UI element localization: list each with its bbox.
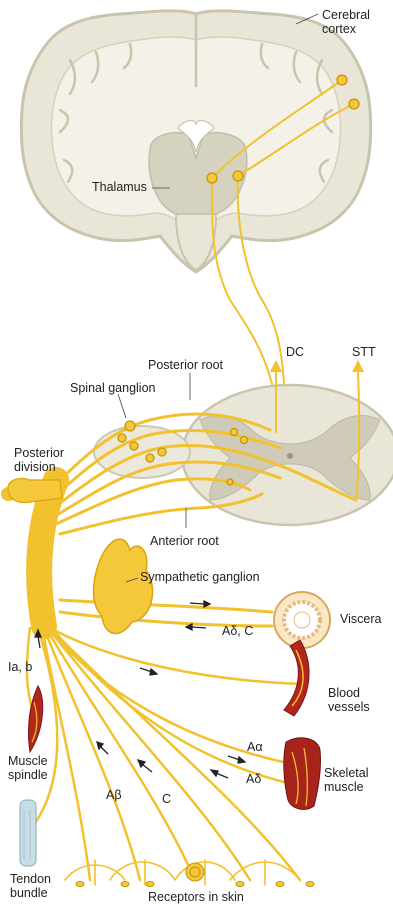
anterior-root-label: Anterior root [150, 534, 219, 548]
dc-arrowhead [270, 360, 282, 372]
tendon-illustration [20, 800, 36, 866]
tendon-bundle-label: Tendon bundle [10, 872, 51, 900]
ia-b-label: Ia, b [8, 660, 32, 674]
viscera-label: Viscera [340, 612, 381, 626]
posterior-root-label: Posterior root [148, 358, 223, 372]
skin-receptors [76, 863, 314, 887]
blood-vessel-illustration [284, 640, 309, 716]
a-delta-label: Aδ [246, 772, 261, 786]
skeletal-muscle-illustration [284, 738, 321, 810]
brain-coronal-section [21, 11, 370, 272]
sympathetic-ganglion-label: Sympathetic ganglion [140, 570, 260, 584]
muscle-spindle-label: Muscle spindle [8, 754, 48, 782]
posterior-division-shape [8, 478, 62, 502]
sympathetic-ganglion-shape [94, 539, 153, 633]
spinal-ganglion-label: Spinal ganglion [70, 381, 156, 395]
a-delta-c-label: Aδ, C [222, 624, 253, 638]
muscle-spindle-illustration [28, 686, 42, 752]
skeletal-muscle-label: Skeletal muscle [324, 766, 368, 794]
viscera-illustration [274, 592, 330, 648]
dc-label: DC [286, 345, 304, 359]
c-label: C [162, 792, 171, 806]
ascending-arrows [270, 360, 364, 372]
stt-label: STT [352, 345, 376, 359]
blood-vessels-label: Blood vessels [328, 686, 370, 714]
a-alpha-label: Aα [247, 740, 263, 754]
posterior-division-label: Posterior division [14, 446, 64, 474]
thalamus-label: Thalamus [92, 180, 147, 194]
receptors-in-skin-label: Receptors in skin [148, 890, 244, 904]
cerebral-cortex-label: Cerebral cortex [322, 8, 370, 36]
stt-arrowhead [352, 360, 364, 372]
a-beta-label: Aβ [106, 788, 122, 802]
